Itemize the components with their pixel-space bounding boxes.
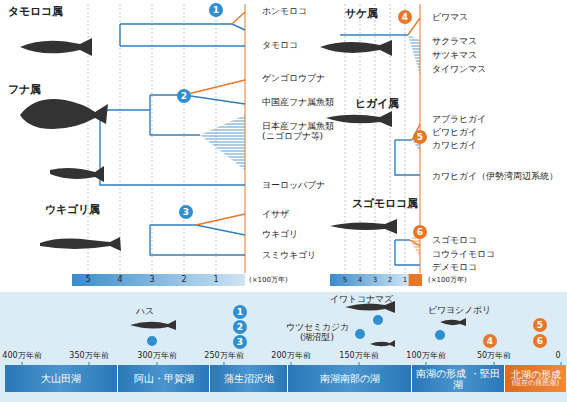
species-label: ホンモロコ bbox=[262, 6, 307, 16]
species-label: コウライモロコ bbox=[432, 249, 495, 259]
callout-circle: 2 bbox=[177, 89, 191, 103]
genus-label: フナ属 bbox=[8, 84, 41, 97]
species-label: ゲンゴロウブナ bbox=[262, 73, 325, 83]
species-label: スゴモロコ bbox=[432, 235, 477, 245]
axis-label: 5 bbox=[85, 275, 90, 284]
genus-label: タモロコ属 bbox=[8, 6, 63, 19]
species-label: サクラマス bbox=[432, 36, 477, 46]
axis-label: (×100万年) bbox=[428, 276, 467, 284]
axis-label: (×100万年) bbox=[249, 276, 288, 284]
callout-circle: 1 bbox=[233, 305, 247, 319]
species-label: ビワマス bbox=[432, 12, 468, 22]
band-label: 大山田湖 bbox=[41, 373, 81, 384]
axis-label: 2 bbox=[181, 275, 186, 284]
species-label: アブラヒガイ bbox=[432, 114, 486, 124]
species-label: イワトコナマズ bbox=[330, 294, 393, 304]
species-label: 日本産フナ属魚類 (ニゴロブナ等) bbox=[262, 121, 344, 142]
species-label: サツキマス bbox=[432, 50, 477, 60]
genus-label: ウキゴリ属 bbox=[45, 204, 100, 217]
period-band: 北湖の形成(現在の琵琶湖) bbox=[505, 365, 567, 392]
species-label: カワヒガイ（伊勢湾周辺系統） bbox=[432, 171, 558, 181]
callout-number: 4 bbox=[402, 13, 408, 22]
callout-circle: 6 bbox=[413, 225, 427, 239]
axis-label: 4 bbox=[358, 276, 362, 284]
species-label: 中国産フナ属魚類 bbox=[262, 97, 334, 107]
genus-label: スゴモロコ属 bbox=[352, 198, 418, 211]
callout-circle: 1 bbox=[209, 3, 223, 17]
band-label: 蒲生沼沢地 bbox=[224, 373, 274, 384]
callout-number: 5 bbox=[417, 133, 423, 142]
callout-circle: 3 bbox=[233, 335, 247, 349]
species-label: スミウキゴリ bbox=[262, 250, 316, 260]
band-label: 南湖南部の湖 bbox=[320, 373, 380, 384]
callout-number: 2 bbox=[237, 323, 243, 332]
callout-circle: 6 bbox=[533, 334, 547, 348]
callout-number: 3 bbox=[237, 338, 243, 347]
species-label: ビワヨシノボリ bbox=[428, 305, 491, 315]
axis-label: 3 bbox=[373, 276, 377, 284]
species-label: ヨーロッパブナ bbox=[262, 180, 325, 190]
period-band: 南湖南部の湖 bbox=[288, 365, 412, 392]
axis-label: 5 bbox=[343, 276, 347, 284]
species-label: ウキゴリ bbox=[262, 229, 298, 239]
band-label: 南湖の形成 ・堅田湖 bbox=[414, 368, 502, 390]
axis-label: 1 bbox=[213, 275, 218, 284]
genus-label: ヒガイ属 bbox=[355, 98, 399, 111]
time-tick: 300万年前 bbox=[137, 351, 176, 360]
time-tick: 400万年前 bbox=[2, 351, 41, 360]
callout-number: 3 bbox=[183, 208, 189, 217]
callout-circle: 4 bbox=[483, 334, 497, 348]
callout-circle: 5 bbox=[413, 130, 427, 144]
period-band: 蒲生沼沢地 bbox=[210, 365, 288, 392]
band-label: 北湖の形成 bbox=[511, 369, 561, 380]
time-tick: 50万年前 bbox=[477, 351, 511, 360]
axis-label: 4 bbox=[117, 275, 122, 284]
species-label: ビワヒガイ bbox=[432, 127, 477, 137]
species-label: イサザ bbox=[262, 209, 289, 219]
callout-number: 2 bbox=[181, 92, 187, 101]
species-label: カワヒガイ bbox=[432, 140, 477, 150]
callout-number: 6 bbox=[417, 228, 423, 237]
callout-circle: 5 bbox=[533, 318, 547, 332]
time-tick: 0 bbox=[555, 351, 560, 360]
time-tick: 150万年前 bbox=[339, 351, 378, 360]
species-label: ハス bbox=[136, 306, 154, 316]
period-band: 阿山・甲賀湖 bbox=[118, 365, 210, 392]
axis-label: 1 bbox=[403, 276, 407, 284]
callout-circle: 4 bbox=[398, 10, 412, 24]
species-label: タモロコ bbox=[262, 40, 298, 50]
axis-label: 3 bbox=[149, 275, 154, 284]
species-label: ウツセミカジカ (湖沼型) bbox=[282, 322, 352, 343]
callout-number: 1 bbox=[237, 308, 243, 317]
time-tick: 200万年前 bbox=[271, 351, 310, 360]
time-tick: 250万年前 bbox=[204, 351, 243, 360]
time-tick: 100万年前 bbox=[406, 351, 445, 360]
callout-number: 5 bbox=[537, 321, 543, 330]
period-band: 大山田湖 bbox=[5, 365, 118, 392]
species-label: デメモロコ bbox=[432, 262, 477, 272]
period-band: 南湖の形成 ・堅田湖 bbox=[412, 365, 505, 392]
axis-label: 2 bbox=[388, 276, 392, 284]
time-tick: 350万年前 bbox=[69, 351, 108, 360]
callout-circle: 3 bbox=[179, 205, 193, 219]
genus-label: サケ属 bbox=[345, 8, 378, 21]
callout-number: 1 bbox=[213, 6, 219, 15]
band-label: 阿山・甲賀湖 bbox=[134, 373, 194, 384]
species-label: タイワンマス bbox=[432, 64, 486, 74]
callout-number: 6 bbox=[537, 337, 543, 346]
callout-number: 4 bbox=[487, 337, 493, 346]
band-sublabel: (現在の琵琶湖) bbox=[512, 380, 559, 388]
callout-circle: 2 bbox=[233, 320, 247, 334]
